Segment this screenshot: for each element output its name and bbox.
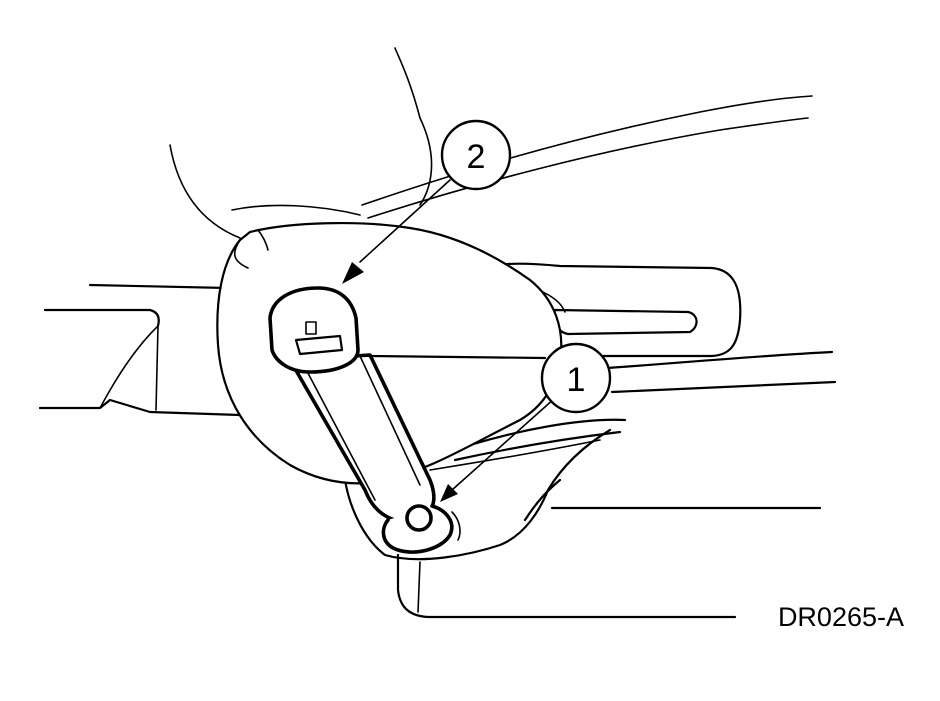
callout-2-label: 2	[467, 138, 486, 176]
upper-body-panel	[169, 47, 813, 239]
callout-1-label: 1	[567, 361, 586, 399]
figure-code: DR0265-A	[778, 602, 904, 632]
callout-2: 2	[440, 119, 512, 191]
mount-bolt-icon	[405, 504, 433, 532]
leader-lines	[342, 179, 556, 502]
knuckle-housing	[343, 418, 822, 619]
frame-rail	[38, 283, 242, 417]
abs-sensor	[268, 286, 461, 554]
connector-latch-icon	[305, 321, 317, 335]
callout-1: 1	[540, 342, 612, 414]
